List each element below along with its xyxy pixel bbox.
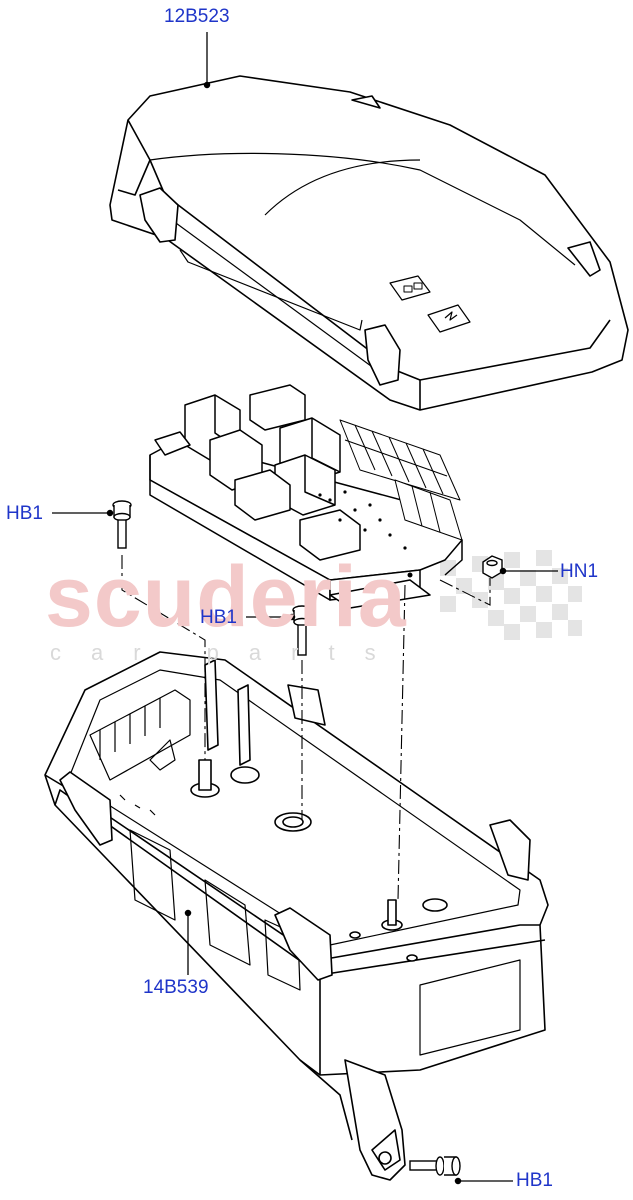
assembly-guide-lines [121, 555, 491, 901]
callout-bolt-bottom-hb1[interactable]: HB1 [516, 1170, 553, 1191]
fuse-box-cover [109, 75, 629, 411]
bolt-left [112, 500, 132, 549]
callout-cover-12b523[interactable]: 12B523 [164, 6, 230, 27]
watermark-sub: car parts [50, 640, 406, 665]
callout-bolt-center-hb1[interactable]: HB1 [200, 607, 237, 628]
watermark-checker-flag [440, 550, 582, 640]
leader-lines [52, 32, 558, 1185]
callout-bolt-left-hb1[interactable]: HB1 [6, 503, 43, 524]
fuse-box-tray [44, 651, 549, 1181]
nut-right [482, 555, 503, 579]
bolt-bottom [409, 1156, 461, 1176]
callout-nut-hn1[interactable]: HN1 [560, 561, 599, 582]
watermark-brand: scuderia [45, 549, 407, 645]
fuse-relay-module [149, 384, 463, 609]
callout-tray-14b539[interactable]: 14B539 [143, 977, 209, 998]
